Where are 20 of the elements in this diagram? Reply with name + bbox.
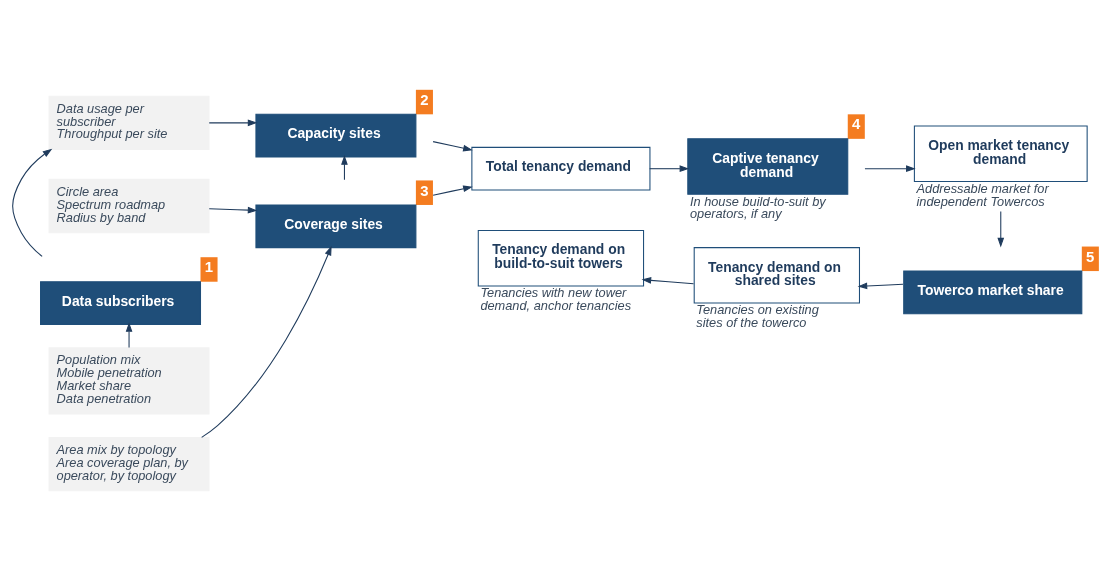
node-label: Tenancies with new tower demand, anchor tenancies	[480, 284, 632, 313]
arrow	[649, 164, 690, 172]
node-label: Addressable market for independent Towercos	[916, 180, 1049, 209]
arrow	[864, 164, 916, 172]
arrow	[12, 148, 53, 257]
arrow	[857, 282, 904, 289]
arrow	[201, 245, 332, 438]
node-label: Tenancies on existing sites of the towerco	[696, 301, 819, 330]
node-label: 5	[1086, 247, 1095, 265]
arrow	[641, 276, 695, 284]
arrow	[432, 140, 473, 151]
node-label: In house build-to-suit by operators, if any	[689, 193, 826, 221]
arrow	[997, 210, 1005, 247]
arrow	[208, 206, 258, 213]
arrow	[125, 321, 133, 348]
node-label: 1	[204, 257, 214, 275]
arrow	[208, 119, 258, 126]
node-label: 2	[420, 90, 429, 108]
node-label: 4	[852, 114, 861, 132]
node-label: 3	[420, 181, 429, 199]
